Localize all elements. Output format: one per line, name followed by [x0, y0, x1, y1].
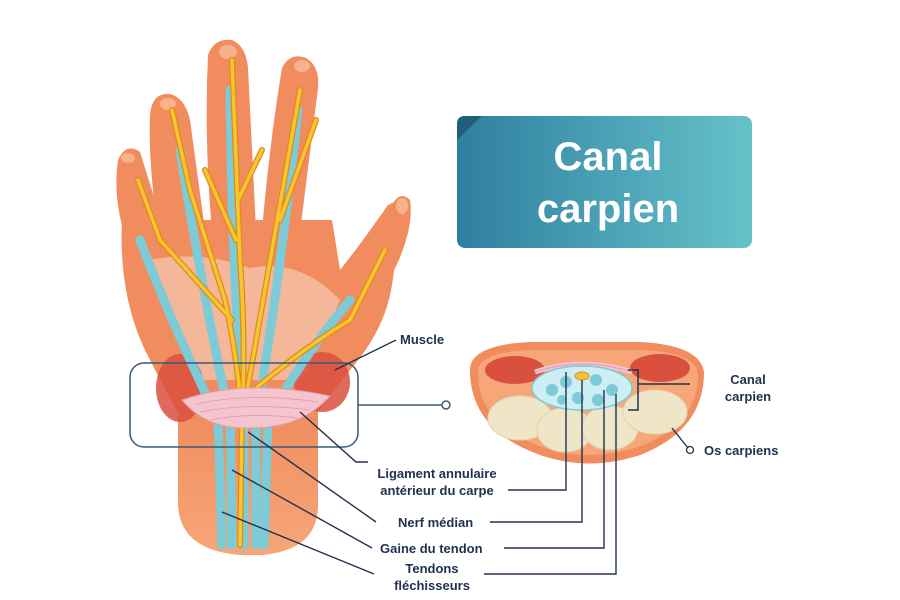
label-gaine-tendon: Gaine du tendon: [380, 541, 483, 556]
ligament-leader-section: [508, 372, 567, 491]
title-banner: Canal carpien: [457, 116, 752, 248]
wrist-cross-section: [470, 342, 704, 464]
carpal-bones: [487, 389, 688, 453]
cross-section-muscle: [630, 354, 690, 382]
label-canal-line-2: carpien: [725, 389, 771, 404]
fingernail: [396, 198, 408, 214]
canal-bracket: [628, 369, 639, 411]
muscle-leader: [334, 339, 397, 371]
os-carpiens-leader: [671, 427, 689, 449]
gaine-leader-section: [504, 390, 605, 549]
gaine-leader-hand: [231, 469, 373, 549]
label-tendons-line-1: Tendons: [405, 561, 458, 576]
ligament-leader-hand: [299, 411, 368, 463]
cross-section-median-nerve: [574, 371, 590, 381]
title-line-1: Canal: [554, 135, 663, 179]
label-tendons-line-2: fléchisseurs: [394, 578, 470, 593]
label-os-carpiens: Os carpiens: [704, 443, 778, 458]
canal-tendons: [546, 374, 618, 406]
hand-illustration: [116, 39, 451, 555]
fingernail: [219, 45, 237, 59]
nerf-leader-hand: [247, 431, 377, 523]
zoom-connector-dot: [441, 400, 451, 410]
label-ligament-line-2: antérieur du carpe: [380, 483, 493, 498]
title-line-2: carpien: [537, 187, 679, 231]
tendons-leader-section: [484, 394, 617, 575]
fingernail: [294, 60, 310, 72]
label-ligament-line-1: Ligament annulaire: [377, 466, 496, 481]
tendons-leader-hand: [221, 511, 375, 575]
nerf-leader-section: [490, 380, 583, 523]
fingernail: [121, 153, 135, 163]
label-nerf-median: Nerf médian: [398, 515, 473, 530]
ligament-fibers: [195, 397, 319, 421]
cross-section-muscle: [485, 356, 545, 384]
label-canal-line-1: Canal: [730, 372, 765, 387]
label-muscle: Muscle: [400, 332, 444, 347]
